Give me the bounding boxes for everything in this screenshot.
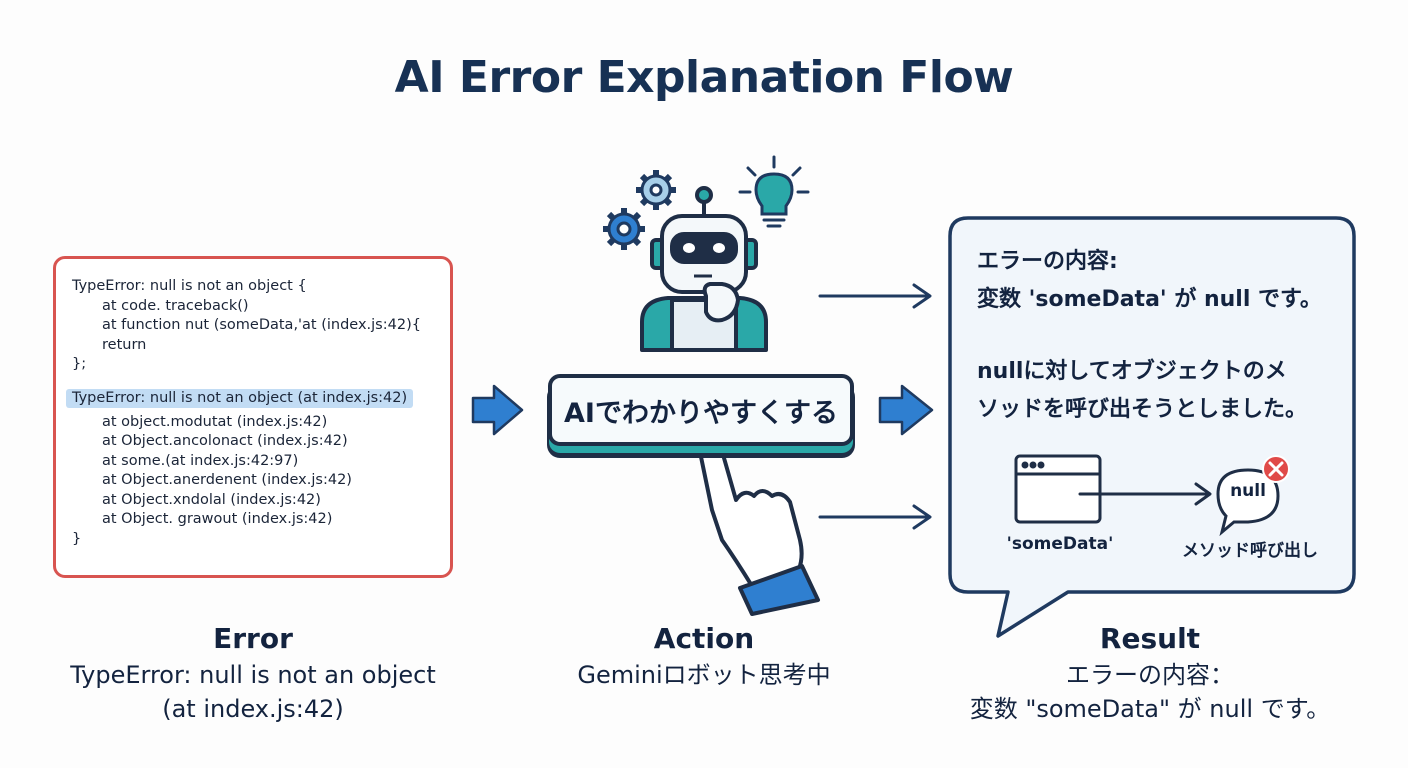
error-log-lines: TypeError: null is not an object { at cod… xyxy=(66,275,450,548)
error-log-text: at Object.ancolonact (index.js:42) xyxy=(102,433,348,449)
error-log-text: at object.modutat (index.js:42) xyxy=(102,413,328,430)
arrow-error-to-action xyxy=(471,384,524,436)
error-log-line: at Object. grawout (index.js:42) xyxy=(72,508,450,528)
error-log-line: at object.modutat (index.js:42) xyxy=(72,411,450,431)
highlighted-error-line: TypeError: null is not an object (at ind… xyxy=(66,388,414,408)
error-x-icon xyxy=(1262,455,1290,483)
error-log-line: }; xyxy=(72,353,450,373)
error-caption-line-2: (at index.js:42) xyxy=(162,695,344,723)
error-log-line: at some.(at index.js:42:97) xyxy=(72,450,450,470)
error-caption: Error TypeError: null is not an object (… xyxy=(53,620,453,726)
error-log-text: at Object.xndolal (index.js:42) xyxy=(102,491,321,508)
error-log-text: } xyxy=(72,530,82,547)
result-line-4: ソッドを呼び出そうとしました。 xyxy=(977,397,1308,422)
thin-arrow-bottom xyxy=(818,504,932,530)
result-bubble xyxy=(948,216,1356,638)
pointing-hand-icon xyxy=(698,437,820,616)
error-log-text: return xyxy=(102,336,147,353)
result-caption-line-2: 変数 "someData" が null です。 xyxy=(969,695,1331,723)
somedata-label: 'someData' xyxy=(1006,534,1114,554)
result-caption-heading: Result xyxy=(1099,622,1201,655)
result-caption-line-1: エラーの内容： xyxy=(1066,661,1234,689)
action-caption-line-1: Geminiロボット思考中 xyxy=(577,661,831,689)
gear-icon xyxy=(603,170,676,250)
lightbulb-icon xyxy=(738,155,810,228)
error-caption-heading: Error xyxy=(213,622,293,655)
error-log-line: at Object.xndolal (index.js:42) xyxy=(72,489,450,509)
error-caption-line-1: TypeError: null is not an object xyxy=(70,661,436,689)
error-log-text: at some.(at index.js:42:97) xyxy=(102,452,299,469)
action-caption: Action Geminiロボット思考中 xyxy=(544,620,864,692)
error-log-line: } xyxy=(72,528,450,548)
error-log-text: at code. traceback() xyxy=(102,297,249,314)
result-line-2: 変数 'someData' が null です。 xyxy=(977,287,1322,312)
null-label: null xyxy=(1230,481,1266,501)
error-log-line: TypeError: null is not an object { xyxy=(72,275,450,295)
error-log-text: TypeError: null is not an object { xyxy=(72,278,307,294)
error-log-line: at Object.anerdenent (index.js:42) xyxy=(72,469,450,489)
error-log-text: at Object.anerdenent (index.js:42) xyxy=(102,472,352,488)
thin-arrow-top xyxy=(818,283,932,309)
error-log-line: at function nut (someData,'at (index.js:… xyxy=(72,314,450,334)
null-bubble-icon xyxy=(1216,468,1280,537)
error-log-line: at Object.ancolonact (index.js:42) xyxy=(72,430,450,450)
result-line-1: エラーの内容: xyxy=(977,249,1118,274)
arrow-action-to-result xyxy=(878,384,934,436)
error-log-line: return xyxy=(72,334,450,354)
error-log-line xyxy=(72,373,450,387)
error-log-panel: TypeError: null is not an object { at cod… xyxy=(53,256,453,578)
error-log-line: TypeError: null is not an object (at ind… xyxy=(66,387,450,409)
code-window-icon xyxy=(1014,454,1102,524)
error-log-text: }; xyxy=(72,356,87,372)
method-call-label: メソッド呼び出し xyxy=(1182,541,1318,561)
action-caption-heading: Action xyxy=(653,622,755,655)
ai-explain-button[interactable]: AIでわかりやすくする xyxy=(548,374,854,446)
robot-icon xyxy=(640,186,768,352)
error-log-text: at function nut (someData,'at (index.js:… xyxy=(102,317,421,333)
mini-arrow xyxy=(1078,482,1212,506)
result-caption: Result エラーの内容： 変数 "someData" が null です。 xyxy=(940,620,1360,726)
diagram-title: AI Error Explanation Flow xyxy=(394,52,1014,103)
error-log-text: at Object. grawout (index.js:42) xyxy=(102,511,333,527)
error-log-line: at code. traceback() xyxy=(72,295,450,315)
result-line-3: nullに対してオブジェクトのメ xyxy=(977,359,1287,384)
